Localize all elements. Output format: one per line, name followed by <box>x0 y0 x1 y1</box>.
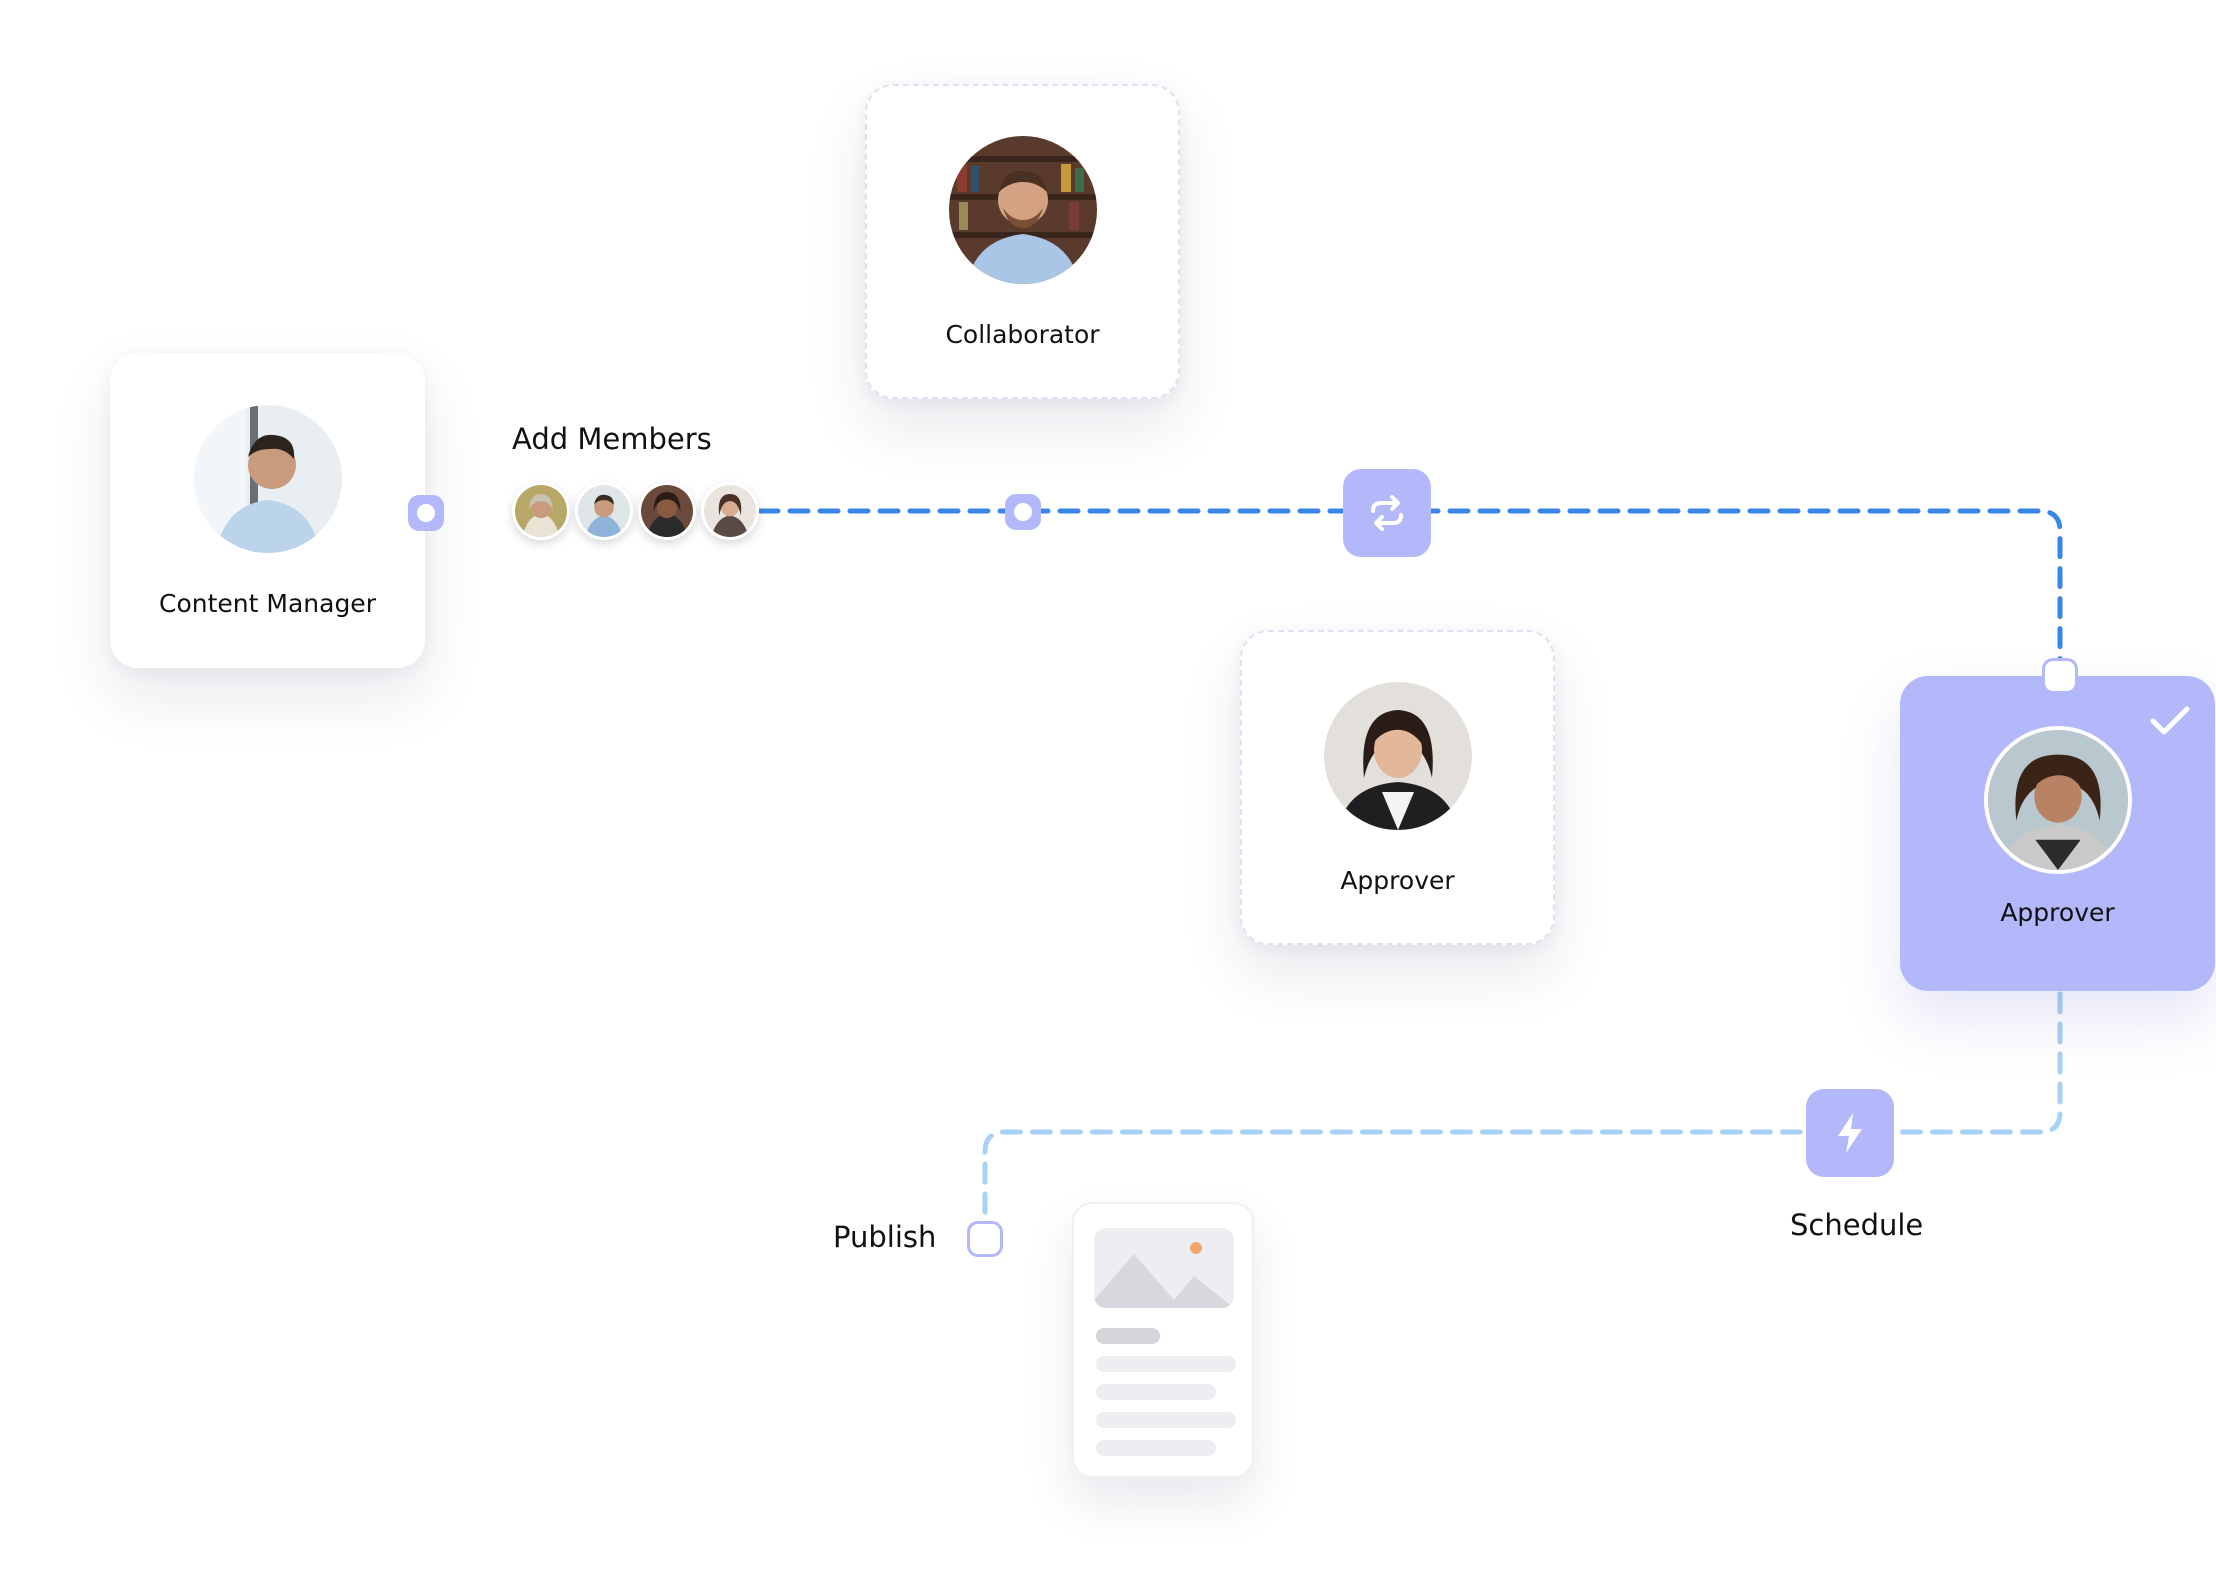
collaborator-avatar <box>948 136 1097 284</box>
text-placeholder <box>1096 1440 1216 1456</box>
content-manager-label: Content Manager <box>159 589 376 618</box>
post-preview-card[interactable] <box>1072 1202 1254 1478</box>
approver-pending-label: Approver <box>1340 866 1455 895</box>
member-avatar[interactable] <box>575 482 633 540</box>
approver-pending-avatar <box>1323 682 1472 830</box>
sync-button[interactable] <box>1343 469 1431 557</box>
schedule-label: Schedule <box>1790 1208 1924 1242</box>
publish-port[interactable] <box>967 1221 1003 1257</box>
active-path <box>757 508 2063 679</box>
text-placeholder <box>1096 1412 1236 1428</box>
content-manager-output-port[interactable] <box>408 495 444 531</box>
schedule-button[interactable] <box>1806 1089 1894 1177</box>
text-placeholder <box>1096 1384 1216 1400</box>
approver-input-port[interactable] <box>2042 658 2078 694</box>
inactive-path <box>982 991 2063 1223</box>
lightning-icon <box>1838 1113 1862 1153</box>
text-placeholder <box>1096 1356 1236 1372</box>
add-members-label: Add Members <box>512 422 712 456</box>
approver-card-active[interactable]: Approver <box>1900 676 2215 991</box>
member-avatar[interactable] <box>701 482 759 540</box>
check-icon <box>2150 706 2190 735</box>
approver-active-avatar <box>1983 726 2132 874</box>
title-placeholder <box>1096 1328 1160 1344</box>
collaborator-card[interactable]: Collaborator <box>865 84 1180 399</box>
content-manager-card[interactable]: Content Manager <box>110 353 425 668</box>
member-avatar[interactable] <box>638 482 696 540</box>
member-avatar[interactable] <box>512 482 570 540</box>
approver-active-label: Approver <box>2000 898 2115 927</box>
approver-card-pending[interactable]: Approver <box>1240 630 1555 945</box>
sync-icon <box>1371 495 1403 531</box>
content-manager-avatar <box>193 405 342 553</box>
image-placeholder-icon <box>1094 1228 1234 1308</box>
collaborator-label: Collaborator <box>945 320 1100 349</box>
publish-label: Publish <box>833 1220 937 1254</box>
collaborator-port[interactable] <box>1005 494 1041 530</box>
